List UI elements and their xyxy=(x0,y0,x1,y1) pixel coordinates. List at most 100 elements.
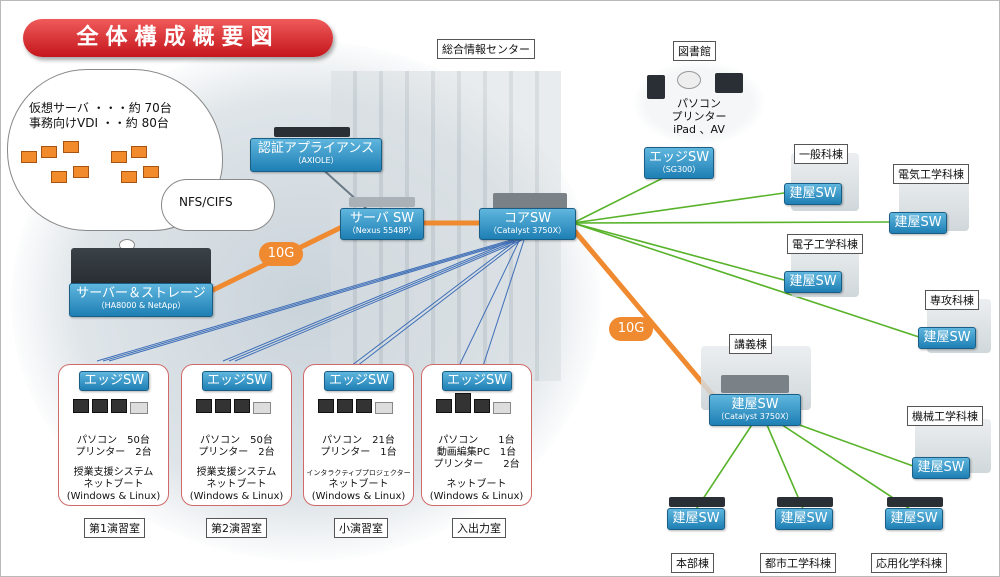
room-feature-3: (Windows & Linux) xyxy=(311,491,406,502)
room-edge-switch: エッジSW xyxy=(202,371,272,391)
room-pc-count: パソコン 1台 xyxy=(438,435,515,446)
room-feature-3: (Windows & Linux) xyxy=(66,491,161,502)
link-lecture-oyo xyxy=(760,410,914,512)
building-switch-denki: 建屋SW xyxy=(889,212,947,234)
vm-icon xyxy=(41,146,57,158)
room-card-4: エッジSW パソコン 1台 動画編集PC 1台 プリンター 2台 ネットブート … xyxy=(421,364,532,506)
room-name-1: 第1演習室 xyxy=(84,518,145,538)
room-card-1: エッジSW パソコン 50台 プリンター 2台 授業支援システム ネットブート … xyxy=(58,364,169,506)
room-feature-1: インタラクティブプロジェクター xyxy=(306,469,411,477)
room-feature-2: ネットブート xyxy=(446,479,507,490)
building-label-denshi: 電子工学科棟 xyxy=(787,234,863,254)
building-label-toshi: 都市工学科棟 xyxy=(760,553,836,573)
server-switch-box: サーバ SW （Nexus 5548P） xyxy=(340,208,424,240)
edge-switch-label: エッジSW xyxy=(206,373,268,388)
auth-appliance-box: 認証アプライアンス （AXIOLE） xyxy=(250,138,382,172)
link-speed-badge: 10G xyxy=(609,317,653,341)
vdi-count: 事務向けVDI ・・約 80台 xyxy=(29,116,169,130)
server-switch-icon xyxy=(349,197,415,207)
building-switch-label: 建屋SW xyxy=(789,274,837,289)
building-label-denki: 電気工学科棟 xyxy=(893,164,969,184)
vm-icon xyxy=(131,146,147,158)
link-core-denki xyxy=(572,221,890,224)
library-device-pc: パソコン xyxy=(677,97,721,110)
monitor-icon xyxy=(715,73,743,93)
room-pc-count: パソコン 50台 xyxy=(200,435,273,446)
pc-icons xyxy=(318,399,393,414)
building-label-senko: 専攻科棟 xyxy=(925,290,979,310)
building-label-honbu: 本部棟 xyxy=(671,553,714,573)
room-pc-count: パソコン 21台 xyxy=(322,435,395,446)
link-core-denshi xyxy=(572,222,785,281)
switch-icon xyxy=(777,497,833,507)
edge-switch-label: エッジSW xyxy=(446,373,508,388)
page-title: 全体構成概要図 xyxy=(23,19,333,57)
room-card-3: エッジSW パソコン 21台 プリンター 1台 インタラクティブプロジェクター … xyxy=(303,364,414,506)
wifi-ap-icon xyxy=(677,71,701,89)
vm-icon xyxy=(63,141,79,153)
building-label-ippan: 一般科棟 xyxy=(794,144,848,164)
library-edge-switch: エッジSW （SG300） xyxy=(644,147,714,179)
pc-icons xyxy=(73,399,148,414)
library-label: 図書館 xyxy=(673,41,716,61)
library-device-printer: プリンター xyxy=(671,110,727,123)
building-label-oyo: 応用化学科棟 xyxy=(871,553,947,573)
room-edge-switch: エッジSW xyxy=(79,371,149,391)
library-edge-model: （SG300） xyxy=(657,165,701,174)
core-switch-model: （Catalyst 3750X） xyxy=(488,226,567,235)
edge-switch-label: エッジSW xyxy=(328,373,390,388)
edge-switch-label: エッジSW xyxy=(83,373,145,388)
server-switch-model: （Nexus 5548P） xyxy=(347,226,417,235)
room-feature-3: (Windows & Linux) xyxy=(429,491,524,502)
link-core-senko xyxy=(572,222,920,338)
building-switch-label: 建屋SW xyxy=(780,511,828,526)
link-lecture-toshi xyxy=(760,410,805,512)
room-printer-count: プリンター 2台 xyxy=(433,459,520,470)
room-edge-switch: エッジSW xyxy=(324,371,394,391)
room-name-2: 第2演習室 xyxy=(206,518,267,538)
switch-icon xyxy=(887,497,943,507)
room-printer-count: プリンター 1台 xyxy=(320,447,397,458)
pc-icons xyxy=(196,399,271,414)
storage-box: サーバー＆ストレージ （HA8000 & NetApp） xyxy=(69,283,213,317)
room-printer-count: プリンター 2台 xyxy=(75,447,152,458)
building-switch-senko: 建屋SW xyxy=(918,327,976,349)
pc-icons xyxy=(436,393,511,414)
library-devices-text: パソコン プリンター iPad 、AV xyxy=(659,97,739,136)
building-switch-label: 建屋SW xyxy=(890,511,938,526)
vm-icon xyxy=(121,171,137,183)
building-switch-ippan: 建屋SW xyxy=(784,183,842,205)
server-switch-name: サーバ SW xyxy=(349,211,415,226)
vm-icon xyxy=(21,151,37,163)
link-lecture-honbu xyxy=(694,410,762,512)
lecture-switch-model: （Catalyst 3750X） xyxy=(716,412,794,421)
building-switch-label: 建屋SW xyxy=(917,460,965,475)
building-switch-kikai: 建屋SW xyxy=(912,457,970,479)
auth-appliance-name: 認証アプライアンス xyxy=(257,141,375,156)
building-switch-label: 建屋SW xyxy=(789,186,837,201)
room-name-4: 入出力室 xyxy=(452,518,506,538)
nfs-label: NFS/CIFS xyxy=(179,195,233,209)
center-label: 総合情報センター xyxy=(437,39,535,59)
switch-icon xyxy=(669,497,725,507)
storage-model: （HA8000 & NetApp） xyxy=(96,301,186,310)
lecture-switch-name: 建屋SW xyxy=(731,397,779,412)
lecture-building-label: 講義棟 xyxy=(729,334,772,354)
vm-icon xyxy=(111,151,127,163)
tablet-icon xyxy=(647,75,665,99)
room-edge-switch: エッジSW xyxy=(442,371,512,391)
room-feature-3: (Windows & Linux) xyxy=(189,491,284,502)
link-core-ippan xyxy=(572,192,785,224)
auth-appliance-model: （AXIOLE） xyxy=(293,156,339,165)
nfs-cloud xyxy=(161,179,275,231)
link-10g-core-lecture xyxy=(570,226,719,402)
lecture-switch-icon xyxy=(721,375,789,393)
storage-name: サーバー＆ストレージ xyxy=(76,286,206,301)
link-speed-badge: 10G xyxy=(259,242,303,266)
room-name-3: 小演習室 xyxy=(334,518,388,538)
building-switch-oyo: 建屋SW xyxy=(885,508,943,530)
building-switch-label: 建屋SW xyxy=(894,215,942,230)
building-switch-honbu: 建屋SW xyxy=(667,508,725,530)
room-pc-count: パソコン 50台 xyxy=(77,435,150,446)
